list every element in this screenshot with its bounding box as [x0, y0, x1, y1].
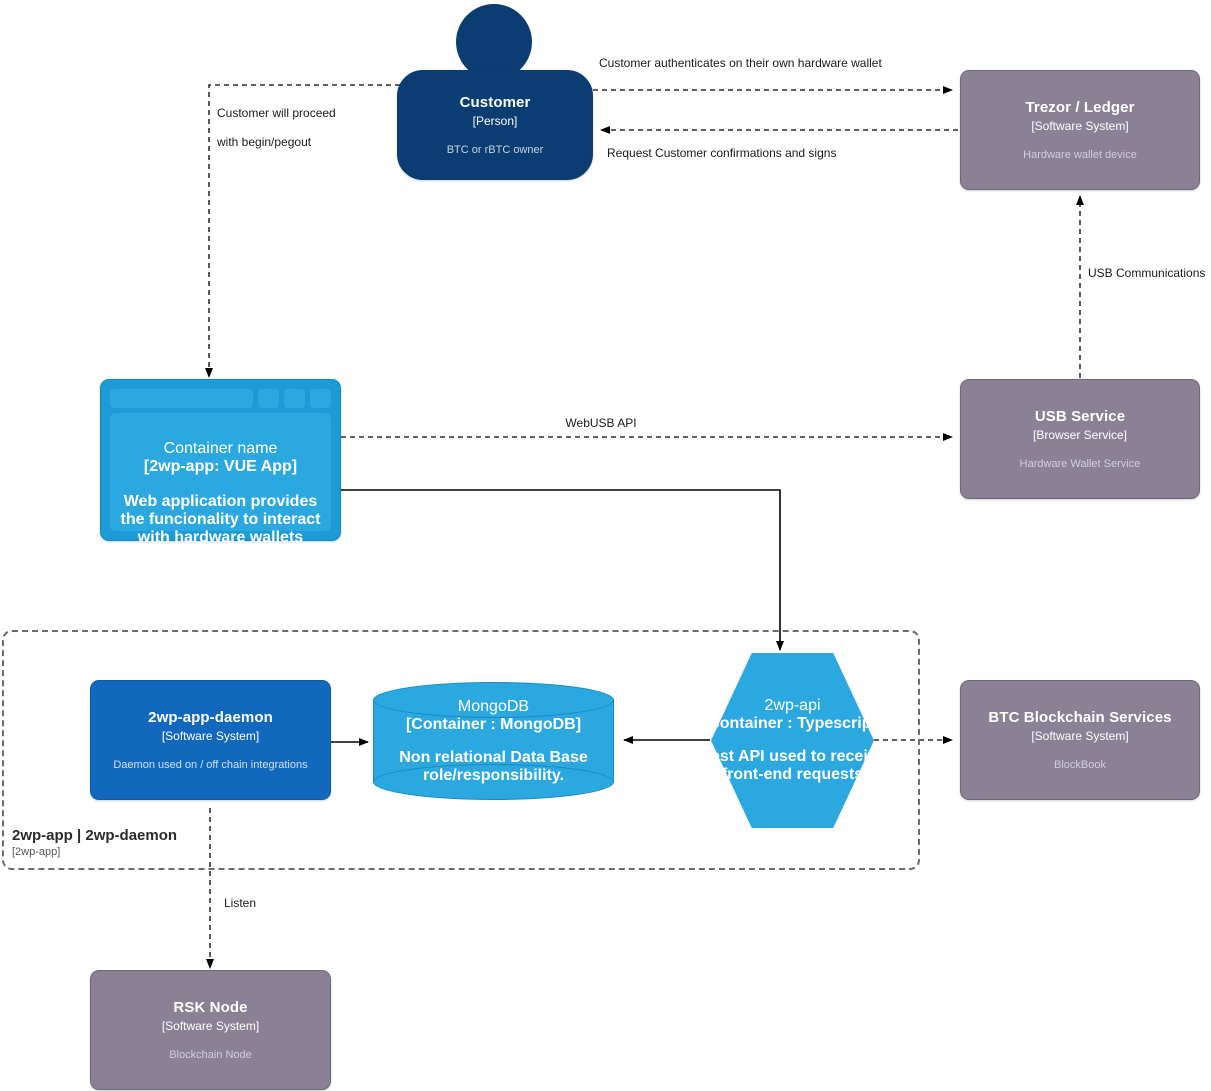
usb-service-type: [Browser Service] — [1032, 428, 1128, 442]
customer-description: BTC or rBTC owner — [446, 144, 544, 156]
node-usb-service[interactable]: USB Service [Browser Service] Hardware W… — [960, 379, 1200, 499]
customer-type: [Person] — [472, 114, 518, 128]
trezor-ledger-type: [Software System] — [1031, 119, 1129, 133]
api-description: Rest API used to receive front-end reque… — [699, 748, 886, 783]
edge-label-customer-proceed-line2: with begin/pegout — [217, 135, 312, 149]
browser-button-2-icon[interactable] — [284, 389, 305, 408]
daemon-type: [Software System] — [161, 729, 260, 743]
edge-customer-proceed — [205, 84, 400, 378]
api-title: 2wp-api — [764, 697, 821, 714]
edge-label-customer-proceed-line1: Customer will proceed — [217, 106, 336, 120]
boundary-name: 2wp-app | 2wp-daemon — [12, 827, 178, 844]
mongodb-label: MongoDB [Container : MongoDB] Non relati… — [373, 682, 614, 800]
node-customer[interactable]: Customer [Person] BTC or rBTC owner — [397, 70, 593, 180]
node-mongodb[interactable]: MongoDB [Container : MongoDB] Non relati… — [373, 682, 614, 800]
node-2wp-api[interactable]: 2wp-api [Container : Typescript] Rest AP… — [699, 653, 886, 828]
btc-services-type: [Software System] — [1031, 729, 1129, 743]
edge-label-daemon-listen: Listen — [224, 896, 257, 910]
container-name-type: [2wp-app: VUE App] — [143, 458, 298, 475]
browser-address-bar[interactable] — [110, 389, 253, 408]
node-trezor-ledger[interactable]: Trezor / Ledger [Software System] Hardwa… — [960, 70, 1200, 190]
trezor-ledger-description: Hardware wallet device — [1023, 149, 1137, 161]
api-type: [Container : Typescript] — [702, 715, 883, 732]
browser-title-bar — [110, 389, 331, 408]
boundary-type: [2wp-app] — [12, 846, 61, 858]
browser-button-3-icon[interactable] — [310, 389, 331, 408]
usb-service-title: USB Service — [1034, 408, 1126, 425]
trezor-ledger-title: Trezor / Ledger — [1025, 99, 1135, 116]
browser-button-1-icon[interactable] — [258, 389, 279, 408]
usb-service-description: Hardware Wallet Service — [1019, 458, 1141, 470]
daemon-description: Daemon used on / off chain integrations — [113, 759, 308, 771]
edge-label-request-confirm: Request Customer confirmations and signs — [607, 146, 837, 160]
boundary-label: 2wp-app | 2wp-daemon [2wp-app] — [12, 826, 292, 859]
container-name-description: Web application provides the funcionalit… — [120, 493, 321, 546]
edge-label-usb-communications: USB Communications — [1088, 266, 1206, 280]
edge-label-webusb-api: WebUSB API — [565, 416, 637, 430]
node-btc-blockchain-services[interactable]: BTC Blockchain Services [Software System… — [960, 680, 1200, 800]
mongodb-cylinder-top — [373, 682, 614, 718]
node-container-name[interactable]: Container name [2wp-app: VUE App] Web ap… — [100, 379, 341, 546]
customer-avatar-head — [456, 4, 532, 80]
container-name-title: Container name — [163, 440, 278, 457]
boundary-2wp-app — [2, 630, 920, 870]
edge-app-to-api — [341, 489, 784, 651]
customer-title: Customer — [459, 94, 531, 111]
api-label: 2wp-api [Container : Typescript] Rest AP… — [671, 653, 914, 828]
rsk-node-title: RSK Node — [173, 999, 248, 1016]
rsk-node-type: [Software System] — [161, 1019, 260, 1033]
hexagon-shape — [711, 653, 874, 828]
node-2wp-app-daemon[interactable]: 2wp-app-daemon [Software System] Daemon … — [90, 680, 331, 800]
mongodb-title: MongoDB — [457, 697, 530, 715]
rsk-node-description: Blockchain Node — [169, 1049, 252, 1061]
daemon-title: 2wp-app-daemon — [148, 709, 273, 726]
mongodb-type: [Container : MongoDB] — [405, 715, 582, 733]
mongodb-description: Non relational Data Base role/responsibi… — [399, 748, 588, 784]
btc-services-title: BTC Blockchain Services — [988, 709, 1172, 726]
node-rsk-node[interactable]: RSK Node [Software System] Blockchain No… — [90, 970, 331, 1090]
browser-viewport: Container name [2wp-app: VUE App] Web ap… — [110, 413, 331, 546]
mongodb-cylinder-bottom — [373, 764, 614, 800]
btc-services-description: BlockBook — [1054, 759, 1106, 771]
edge-label-customer-auth: Customer authenticates on their own hard… — [599, 56, 882, 70]
